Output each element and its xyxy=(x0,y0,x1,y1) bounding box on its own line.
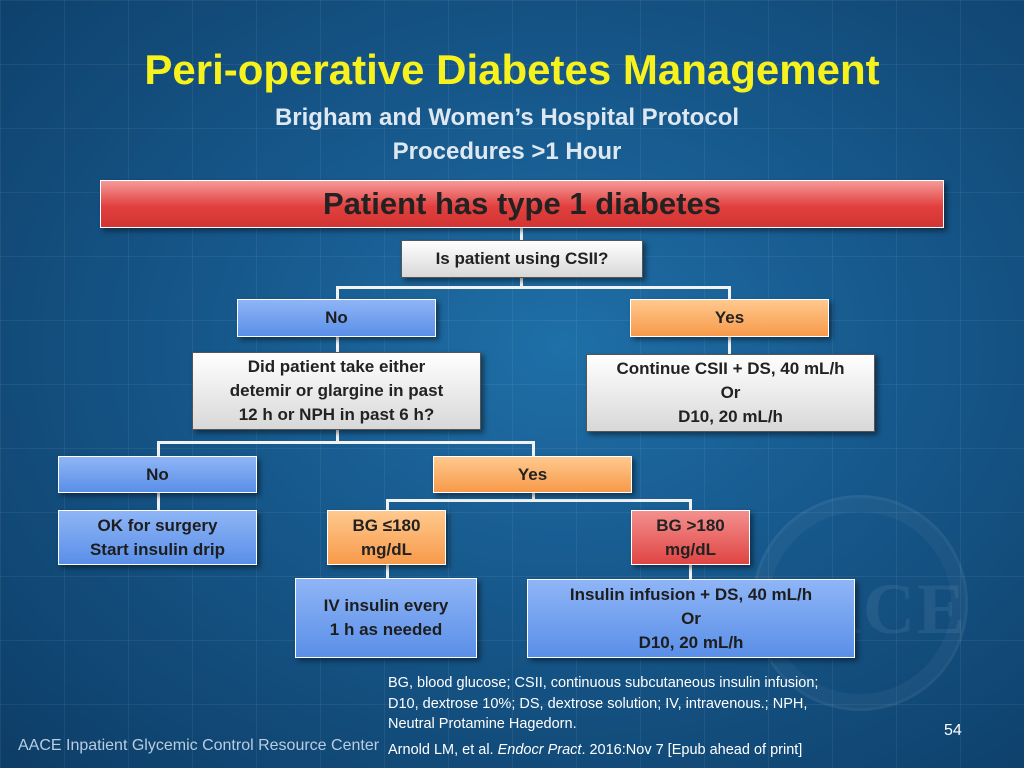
text-line: 12 h or NPH in past 6 h? xyxy=(238,405,435,424)
page-title: Peri-operative Diabetes Management xyxy=(144,46,880,93)
iv-insulin-box: IV insulin every 1 h as needed xyxy=(295,578,477,658)
connector xyxy=(386,499,389,510)
page-number: 54 xyxy=(944,722,962,739)
connector xyxy=(157,493,160,510)
connector xyxy=(520,228,523,240)
abbreviations-footnote: BG, blood glucose; CSII, continuous subc… xyxy=(388,673,908,735)
text-line: BG ≤180 xyxy=(352,515,421,535)
connector xyxy=(157,441,535,444)
insulin-infusion-box: Insulin infusion + DS, 40 mL/h Or D10, 2… xyxy=(527,579,855,658)
csii-continue-box: Continue CSII + DS, 40 mL/h Or D10, 20 m… xyxy=(586,354,875,432)
footnote-line: Neutral Protamine Hagedorn. xyxy=(388,716,577,732)
connector xyxy=(336,286,731,289)
subtitle-protocol: Brigham and Women’s Hospital Protocol xyxy=(274,104,740,131)
subtitle-procedures: Procedures >1 Hour xyxy=(392,138,622,165)
text-line: D10, 20 mL/h xyxy=(678,407,783,426)
text-line: IV insulin every xyxy=(323,596,449,615)
text-line: Or xyxy=(720,383,741,402)
text-line: D10, 20 mL/h xyxy=(638,632,744,652)
text-line: Start insulin drip xyxy=(89,539,226,559)
connector xyxy=(728,286,731,299)
question-csii: Is patient using CSII? xyxy=(401,240,643,278)
connector xyxy=(157,441,160,456)
footnote-line: BG, blood glucose; CSII, continuous subc… xyxy=(388,675,819,691)
text-line: BG >180 xyxy=(656,515,725,535)
ok-surgery-box: OK for surgery Start insulin drip xyxy=(58,510,257,565)
bg-high-box: BG >180 mg/dL xyxy=(631,510,750,565)
root-box-type1: Patient has type 1 diabetes xyxy=(100,180,944,228)
footnote-line: D10, dextrose 10%; DS, dextrose solution… xyxy=(388,695,808,712)
text-line: mg/dL xyxy=(361,539,412,559)
connector xyxy=(532,493,535,501)
text-line: detemir or glargine in past xyxy=(229,381,444,400)
connector xyxy=(689,565,692,579)
text-line: Insulin infusion + DS, 40 mL/h xyxy=(569,584,813,604)
csii-no-box: No xyxy=(237,299,436,337)
footer-resource-center: AACE Inpatient Glycemic Control Resource… xyxy=(18,737,380,754)
connector xyxy=(386,499,692,502)
question-basal-insulin: Did patient take either detemir or glarg… xyxy=(192,352,481,430)
basal-no-box: No xyxy=(58,456,257,493)
text-line: Continue CSII + DS, 40 mL/h xyxy=(616,359,845,378)
connector xyxy=(520,278,523,288)
bg-low-box: BG ≤180 mg/dL xyxy=(327,510,446,565)
citation-authors: Arnold LM, et al. xyxy=(388,742,498,758)
connector xyxy=(532,441,535,456)
text-line: Did patient take either xyxy=(247,357,426,376)
text-line: OK for surgery xyxy=(97,515,218,535)
citation: Arnold LM, et al. Endocr Pract. 2016:Nov… xyxy=(388,742,802,758)
citation-rest: . 2016:Nov 7 [Epub ahead of print] xyxy=(581,742,803,758)
text-line: mg/dL xyxy=(665,539,716,559)
connector xyxy=(336,430,339,443)
citation-journal: Endocr Pract xyxy=(497,742,582,758)
basal-yes-box: Yes xyxy=(433,456,632,493)
text-line: 1 h as needed xyxy=(329,620,443,639)
connector xyxy=(336,337,339,352)
connector xyxy=(689,499,692,510)
connector xyxy=(386,565,389,578)
connector xyxy=(728,337,731,354)
csii-yes-box: Yes xyxy=(630,299,829,337)
connector xyxy=(336,286,339,299)
text-line: Or xyxy=(681,608,701,628)
